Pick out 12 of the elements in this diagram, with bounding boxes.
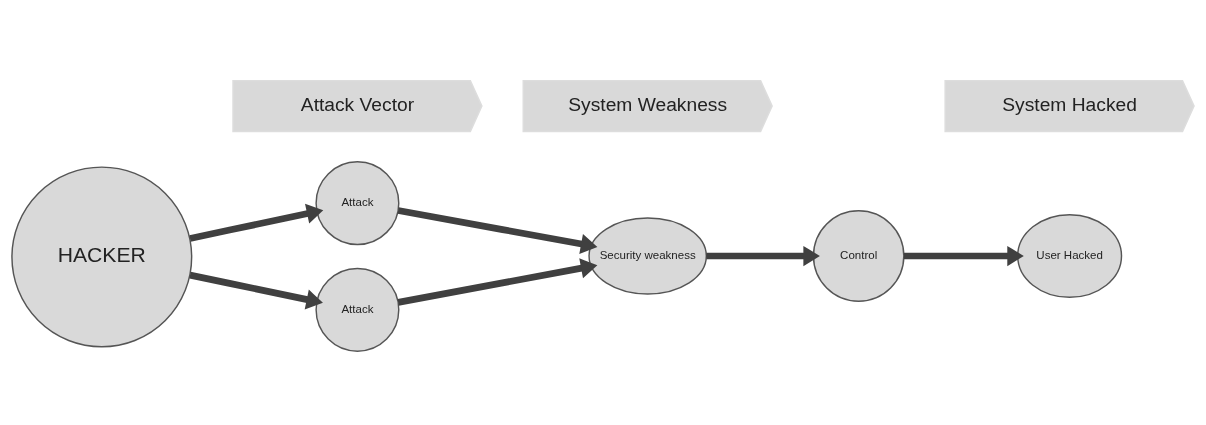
arrow [397, 257, 598, 306]
arrow [397, 206, 598, 254]
arrow [189, 203, 324, 242]
arrow [706, 245, 820, 266]
node-circle: HACKER [11, 165, 193, 348]
node-circle: Control [812, 209, 905, 302]
node-ellipse: Security weakness [588, 216, 708, 295]
node-ellipse: User Hacked [1017, 213, 1123, 298]
node-circle: Attack [315, 267, 400, 352]
arrow [189, 271, 323, 309]
node-circle: Attack [315, 160, 400, 245]
arrow [903, 245, 1024, 266]
